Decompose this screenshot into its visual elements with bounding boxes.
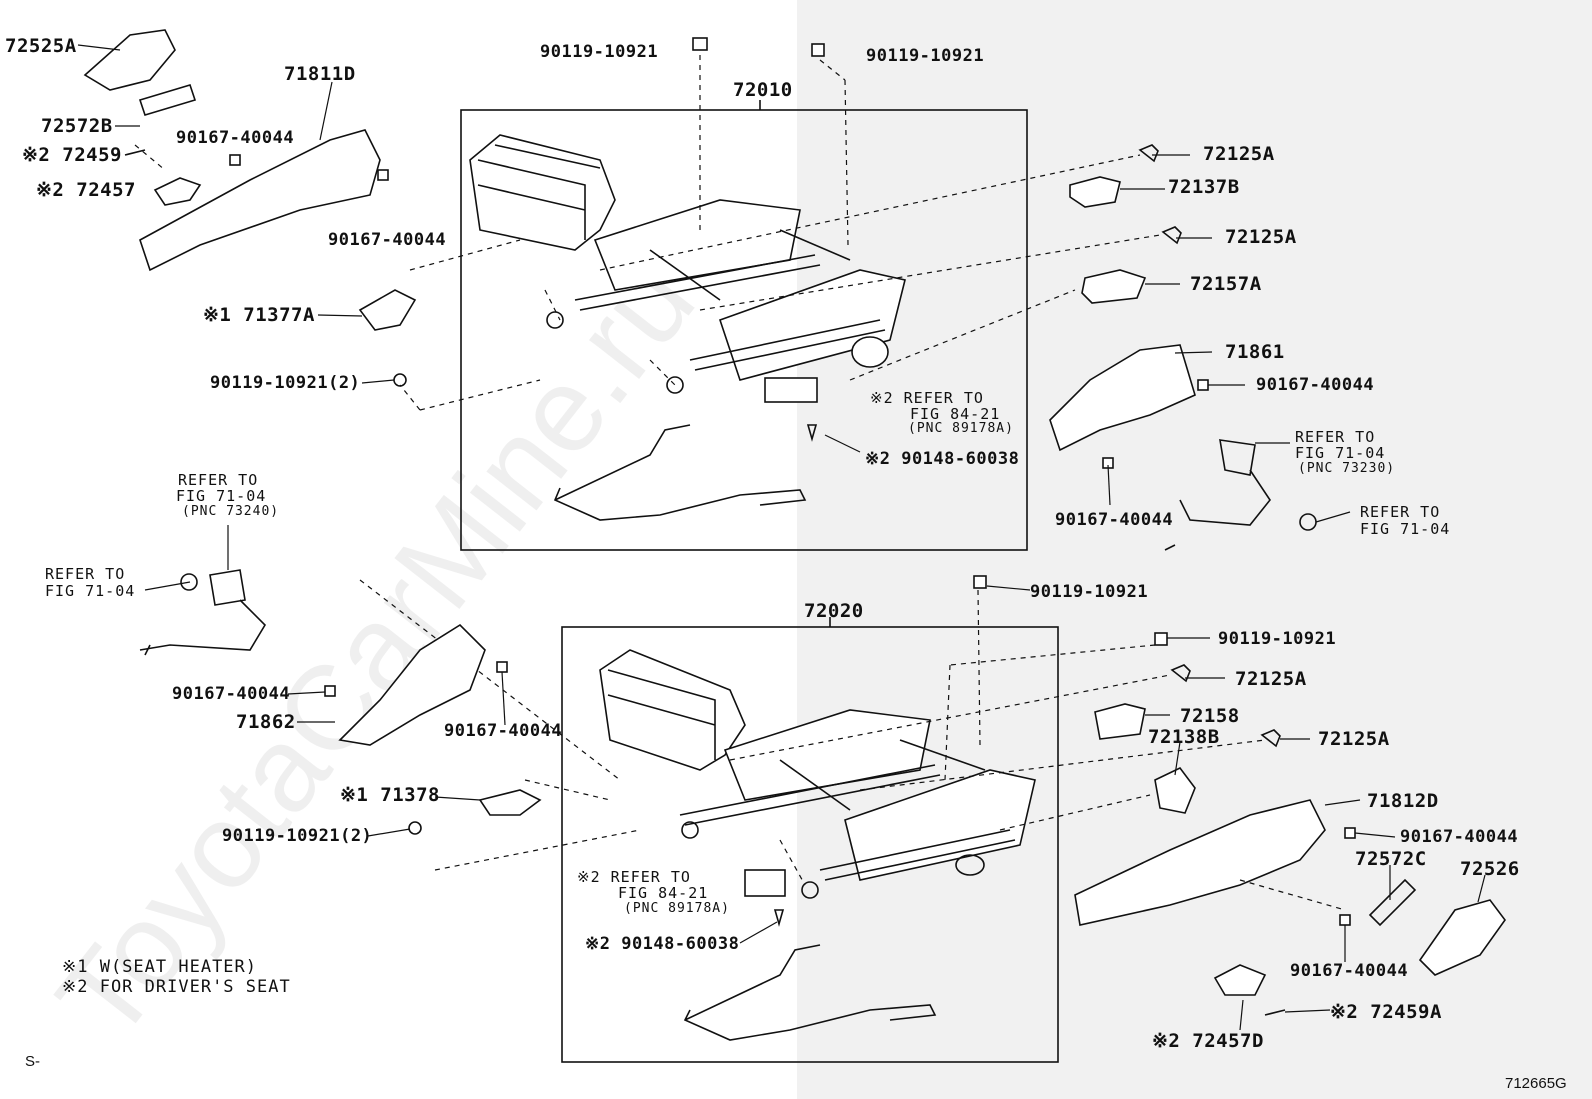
shield-71862 bbox=[338, 623, 486, 746]
label-motor-ref: ※2 REFER TO bbox=[870, 389, 984, 407]
label-lb-screw-b: 90167-40044 bbox=[444, 721, 563, 741]
label-belt-ref-pnc: (PNC 73230) bbox=[1298, 461, 1396, 476]
label-clip-72459a: ※2 72459A bbox=[1330, 1001, 1442, 1023]
label-clip-72125a-2: 72125A bbox=[1225, 226, 1297, 248]
label-screw-b: 90167-40044 bbox=[328, 230, 447, 250]
shield-71861 bbox=[1049, 344, 1196, 452]
knob-72525a bbox=[83, 29, 176, 91]
clip-72125a-4 bbox=[1260, 729, 1281, 748]
label-lb-belt-ref-pnc: (PNC 73240) bbox=[182, 504, 280, 519]
label-shield-71861: 71861 bbox=[1225, 341, 1285, 363]
label-clip-72125a-1: 72125A bbox=[1203, 143, 1275, 165]
anchor-right bbox=[1299, 513, 1317, 531]
label-bolt-top-left: 90119-10921 bbox=[540, 42, 659, 62]
label-clip-72125a-3: 72125A bbox=[1235, 668, 1307, 690]
label-spring-72572c: 72572C bbox=[1355, 848, 1427, 870]
label-bottom-bolt-right: 90119-10921 bbox=[1218, 629, 1337, 649]
clip-72125a-2 bbox=[1161, 226, 1182, 245]
cover-72157a bbox=[1081, 269, 1147, 304]
clip-72459a bbox=[1264, 1009, 1286, 1016]
label-lb-belt-ref2-fig: FIG 71-04 bbox=[45, 582, 136, 600]
belt-buckle-right bbox=[1164, 439, 1271, 551]
footnote-2: ※2 FOR DRIVER'S SEAT bbox=[62, 977, 291, 997]
label-shield-71812d: 71812D bbox=[1367, 790, 1439, 812]
label-bracket-71378: ※1 71378 bbox=[340, 784, 440, 806]
label-bottom-motor-ref-fig: FIG 84-21 bbox=[618, 884, 709, 902]
label-lb-belt-ref: REFER TO bbox=[178, 471, 259, 489]
cover-72158 bbox=[1094, 703, 1146, 740]
cover-72137b bbox=[1069, 176, 1121, 208]
knob-72526 bbox=[1418, 899, 1506, 976]
label-lb-belt-ref2: REFER TO bbox=[45, 565, 126, 583]
label-bottom-motor-ref-pnc: (PNC 89178A) bbox=[624, 901, 730, 916]
clip-72459 bbox=[124, 149, 146, 156]
label-screw-71861: 90167-40044 bbox=[1256, 375, 1375, 395]
label-shield-71811d: 71811D bbox=[284, 63, 356, 85]
label-bolt-top-right: 90119-10921 bbox=[866, 46, 985, 66]
label-bottom-motor-screw: ※2 90148-60038 bbox=[585, 934, 740, 954]
spring-72572b bbox=[138, 84, 197, 116]
label-cover-72137b: 72137B bbox=[1168, 176, 1240, 198]
label-motor-screw: ※2 90148-60038 bbox=[865, 449, 1020, 469]
label-bolt-2-top: 90119-10921(2) bbox=[210, 373, 361, 393]
bracket-71378 bbox=[478, 789, 542, 816]
label-clip-72125a-4: 72125A bbox=[1318, 728, 1390, 750]
label-knob-72525a: 72525A bbox=[5, 35, 77, 57]
label-motor-ref-pnc: (PNC 89178A) bbox=[908, 421, 1014, 436]
seat-track-72020-drawing bbox=[599, 649, 1036, 1041]
assembly-box-72010 bbox=[460, 109, 1028, 551]
label-bottom-motor-ref: ※2 REFER TO bbox=[577, 868, 691, 886]
label-belt-ref-fig: FIG 71-04 bbox=[1295, 444, 1386, 462]
bracket-71377a bbox=[358, 289, 417, 331]
label-bottom-screw-low: 90167-40044 bbox=[1290, 961, 1409, 981]
label-bottom-bolt-top: 90119-10921 bbox=[1030, 582, 1149, 602]
label-spring-72572b: 72572B bbox=[41, 115, 113, 137]
cap-72457d bbox=[1213, 964, 1267, 996]
label-clip-72459: ※2 72459 bbox=[22, 144, 122, 166]
label-cover-72138b: 72138B bbox=[1148, 726, 1220, 748]
anchor-left bbox=[180, 573, 198, 591]
label-shield-71862: 71862 bbox=[236, 711, 296, 733]
label-cap-72457d: ※2 72457D bbox=[1152, 1030, 1264, 1052]
assembly-box-72020 bbox=[561, 626, 1059, 1063]
clip-72125a-3 bbox=[1170, 664, 1191, 683]
label-screw-71861-low: 90167-40044 bbox=[1055, 510, 1174, 530]
label-cover-72157a: 72157A bbox=[1190, 273, 1262, 295]
assembly-number-72010: 72010 bbox=[733, 79, 793, 101]
label-motor-ref-fig: FIG 84-21 bbox=[910, 405, 1001, 423]
label-belt-ref: REFER TO bbox=[1295, 428, 1376, 446]
shield-71811d bbox=[139, 129, 381, 272]
label-screw-a: 90167-40044 bbox=[176, 128, 295, 148]
label-lb-screw-a: 90167-40044 bbox=[172, 684, 291, 704]
sheet-prefix: S- bbox=[25, 1053, 40, 1070]
label-cap-72457: ※2 72457 bbox=[36, 179, 136, 201]
label-cover-72158: 72158 bbox=[1180, 705, 1240, 727]
label-bracket-71377a: ※1 71377A bbox=[203, 304, 315, 326]
sheet-code: 712665G bbox=[1505, 1075, 1567, 1092]
seat-track-72010-drawing bbox=[469, 134, 906, 521]
belt-buckle-left bbox=[139, 569, 267, 656]
label-knob-72526: 72526 bbox=[1460, 858, 1520, 880]
footnote-1: ※1 W(SEAT HEATER) bbox=[62, 957, 258, 977]
label-belt-ref2: REFER TO bbox=[1360, 503, 1441, 521]
shield-71812d bbox=[1074, 799, 1326, 926]
label-belt-ref2-fig: FIG 71-04 bbox=[1360, 520, 1451, 538]
clip-72125a-1 bbox=[1138, 144, 1159, 163]
cap-72457 bbox=[153, 177, 202, 206]
label-lb-bolt-2: 90119-10921(2) bbox=[222, 826, 373, 846]
label-bottom-screw-shield: 90167-40044 bbox=[1400, 827, 1519, 847]
assembly-number-72020: 72020 bbox=[804, 600, 864, 622]
spring-72572c bbox=[1368, 878, 1417, 927]
label-lb-belt-ref-fig: FIG 71-04 bbox=[176, 487, 267, 505]
